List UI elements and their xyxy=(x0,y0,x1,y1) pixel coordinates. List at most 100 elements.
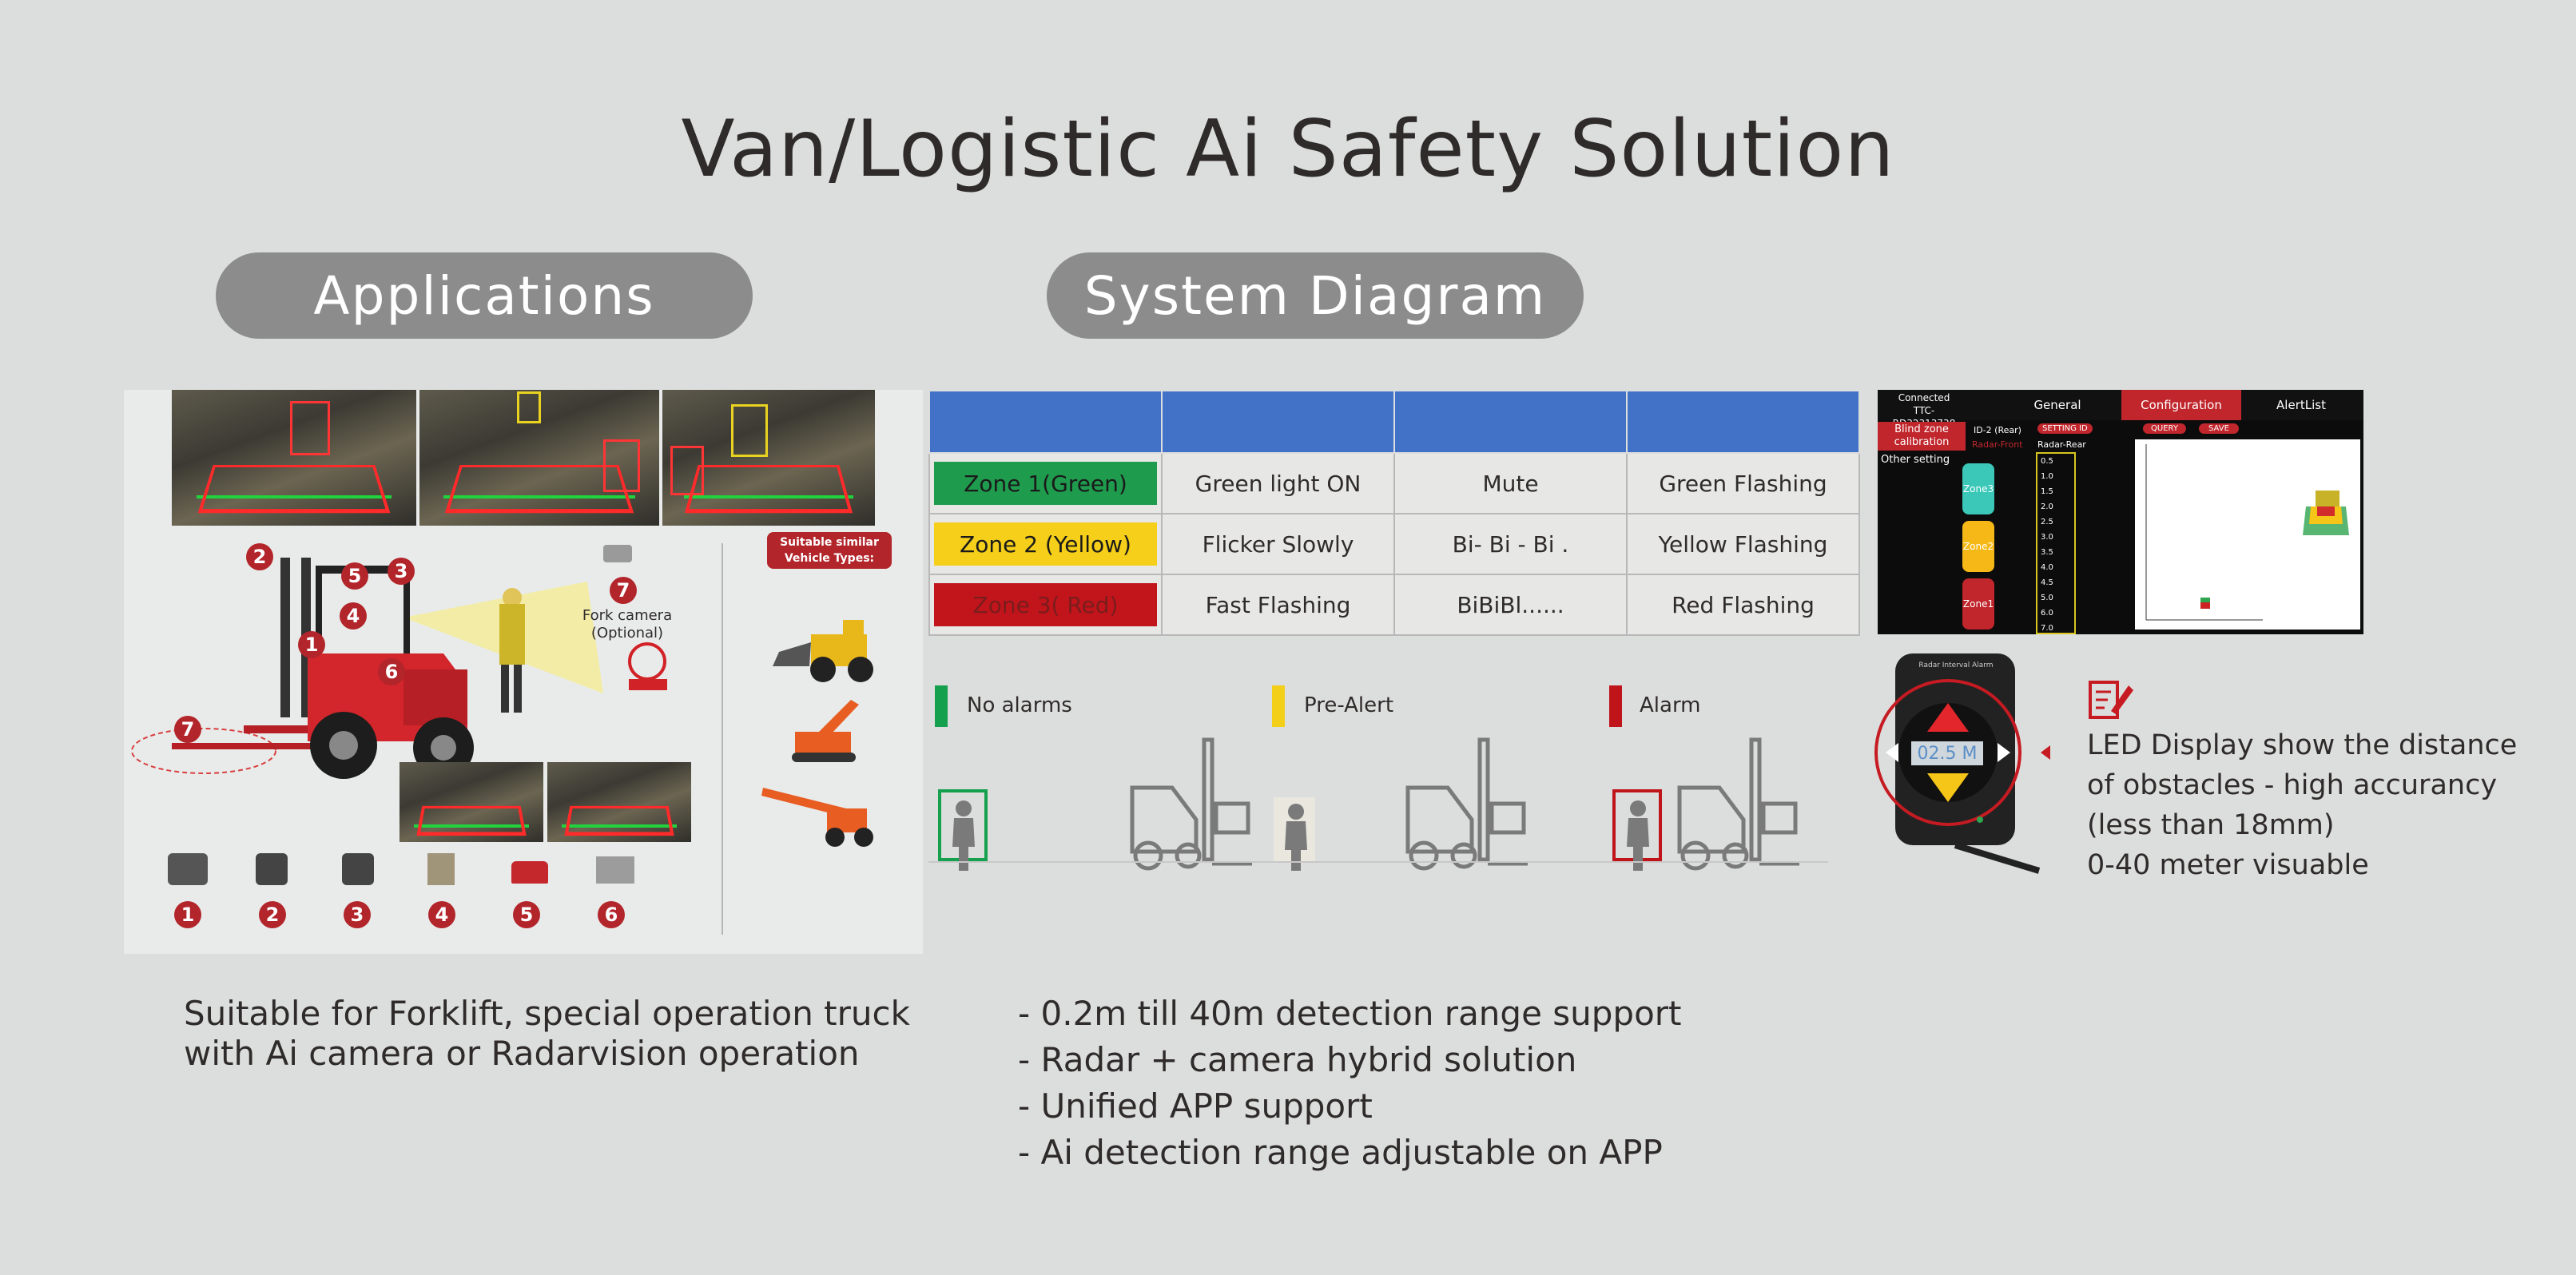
feature-item: - Radar + camera hybrid solution xyxy=(1018,1040,1577,1079)
left-arrow-icon xyxy=(1886,743,1898,762)
camera-view-1 xyxy=(172,390,416,526)
no-alarm-color-bar xyxy=(935,685,948,727)
fork-camera-label: Fork camera xyxy=(582,607,673,624)
telehandler-icon xyxy=(761,788,873,847)
component-number: 5 xyxy=(513,901,540,928)
zone-label: Zone 2 (Yellow) xyxy=(934,522,1157,566)
alarm-label: Alarm xyxy=(1640,693,1701,717)
sound-cell: Mute xyxy=(1393,452,1628,514)
component-number: 6 xyxy=(598,901,625,928)
pre-alert-color-bar xyxy=(1272,685,1285,727)
zone-label: Zone 1(Green) xyxy=(934,462,1157,505)
component-number: 3 xyxy=(344,901,371,928)
forklift-illustration xyxy=(131,558,667,779)
led-display-description: LED Display show the distance of obstacl… xyxy=(2087,729,2518,881)
camera-view-3 xyxy=(662,390,875,526)
component-number: 4 xyxy=(428,901,455,928)
zone2-button[interactable]: Zone2 xyxy=(1962,521,1994,572)
tab-general[interactable]: General xyxy=(2033,398,2081,412)
pre-alert-scene xyxy=(1274,740,1528,871)
detection-zone-plot xyxy=(2135,439,2360,630)
panel-divider xyxy=(722,543,723,935)
table-row: Zone 3( Red) Fast Flashing BiBiBl...... … xyxy=(928,574,1860,636)
light-cell: Flicker Slowly xyxy=(1161,513,1395,575)
radar-rear-label[interactable]: Radar-Rear xyxy=(2037,439,2086,450)
zone-label: Zone 3( Red) xyxy=(934,583,1157,626)
alarm-light-icon xyxy=(511,861,548,884)
zone3-button[interactable]: Zone3 xyxy=(1962,463,1994,514)
side-other-setting[interactable]: Other setting xyxy=(1881,454,1950,466)
no-alarm-scene xyxy=(938,740,1252,871)
callout-1: 1 xyxy=(298,631,325,658)
camera-view-4 xyxy=(400,762,543,842)
alarm-cell: Yellow Flashing xyxy=(1626,513,1860,575)
pre-alert-label: Pre-Alert xyxy=(1304,693,1394,717)
control-box-icon xyxy=(596,856,634,884)
fork-camera-icon xyxy=(603,545,632,562)
no-alarm-label: No alarms xyxy=(967,693,1072,717)
app-configuration-screenshot: Connected TTC-RD32313738 General Configu… xyxy=(1878,390,2363,634)
alarm-scene xyxy=(1612,740,1799,871)
down-arrow-icon xyxy=(1927,773,1969,802)
callout-3: 3 xyxy=(388,558,415,585)
table-header xyxy=(928,390,1860,454)
page-title: Van/Logistic Ai Safety Solution xyxy=(681,104,1895,195)
callout-5: 5 xyxy=(341,562,368,590)
alert-scenes xyxy=(938,727,1839,871)
camera-icon xyxy=(342,853,374,885)
callout-2: 2 xyxy=(246,543,273,570)
camera-view-5 xyxy=(547,762,691,842)
id-select[interactable]: ID-2 (Rear) xyxy=(1974,425,2021,435)
applications-heading: Applications xyxy=(216,252,753,339)
light-cell: Green light ON xyxy=(1161,452,1395,514)
excavator-icon xyxy=(792,700,859,762)
callout-6: 6 xyxy=(378,658,405,685)
monitor-icon xyxy=(168,853,208,885)
alarm-cell: Red Flashing xyxy=(1626,574,1860,636)
alarm-color-bar xyxy=(1609,685,1622,727)
wheel-loader-icon xyxy=(773,620,873,682)
radar-sensor-icon xyxy=(427,853,455,885)
callout-7: 7 xyxy=(174,716,201,743)
component-number: 1 xyxy=(174,901,201,928)
camera-icon xyxy=(256,853,288,885)
fork-camera-number: 7 xyxy=(610,577,637,604)
applications-image-panel: 2 5 3 4 1 6 7 7 Fork camera (Optional) S… xyxy=(124,390,923,954)
setting-id-button[interactable]: SETTING ID xyxy=(2037,423,2093,434)
alarm-cell: Green Flashing xyxy=(1626,452,1860,514)
table-row: Zone 2 (Yellow) Flicker Slowly Bi- Bi - … xyxy=(928,513,1860,575)
system-diagram-heading: System Diagram xyxy=(1047,252,1584,339)
component-number: 2 xyxy=(259,901,286,928)
applications-caption: Suitable for Forklift, special operation… xyxy=(184,994,910,1073)
vehicle-types-icons xyxy=(761,620,873,847)
light-cell: Fast Flashing xyxy=(1161,574,1395,636)
app-top-bar xyxy=(1878,390,2363,420)
right-arrow-icon xyxy=(1998,743,2010,762)
radar-front-label[interactable]: Radar-Front xyxy=(1972,439,2023,450)
query-button[interactable]: QUERY xyxy=(2143,423,2186,434)
led-distance-display-device xyxy=(1874,653,2050,874)
feature-list: - 0.2m till 40m detection range support … xyxy=(1018,991,1977,1176)
feature-item: - Unified APP support xyxy=(1018,1086,1373,1126)
zone-alarm-table: Zone 1(Green) Green light ON Mute Green … xyxy=(928,390,1860,636)
zone1-button[interactable]: Zone1 xyxy=(1962,578,1994,630)
camera-view-2 xyxy=(419,390,659,526)
tab-configuration[interactable]: Configuration xyxy=(2121,390,2241,420)
up-arrow-icon xyxy=(1927,703,1969,732)
distance-readout: 02.5 M xyxy=(1911,741,1983,765)
connected-status: Connected xyxy=(1898,392,1950,403)
fork-camera-optional: (Optional) xyxy=(590,625,664,641)
table-row: Zone 1(Green) Green light ON Mute Green … xyxy=(928,452,1860,514)
save-button[interactable]: SAVE xyxy=(2199,423,2239,434)
feature-item: - 0.2m till 40m detection range support xyxy=(1018,994,1682,1033)
device-header: Radar Interval Alarm xyxy=(1918,661,1994,669)
tab-alertlist[interactable]: AlertList xyxy=(2276,398,2326,412)
distance-scale[interactable]: 0.5 1.0 1.5 2.0 2.5 3.0 3.5 4.0 4.5 5.0 … xyxy=(2036,452,2076,634)
side-blind-zone[interactable]: Blind zone calibration xyxy=(1878,422,1966,451)
edit-note-icon xyxy=(2089,681,2133,719)
component-list: 1 2 3 4 5 6 xyxy=(168,853,727,941)
feature-item: - Ai detection range adjustable on APP xyxy=(1018,1133,1663,1172)
callout-4: 4 xyxy=(340,602,367,630)
sound-cell: BiBiBl...... xyxy=(1393,574,1628,636)
